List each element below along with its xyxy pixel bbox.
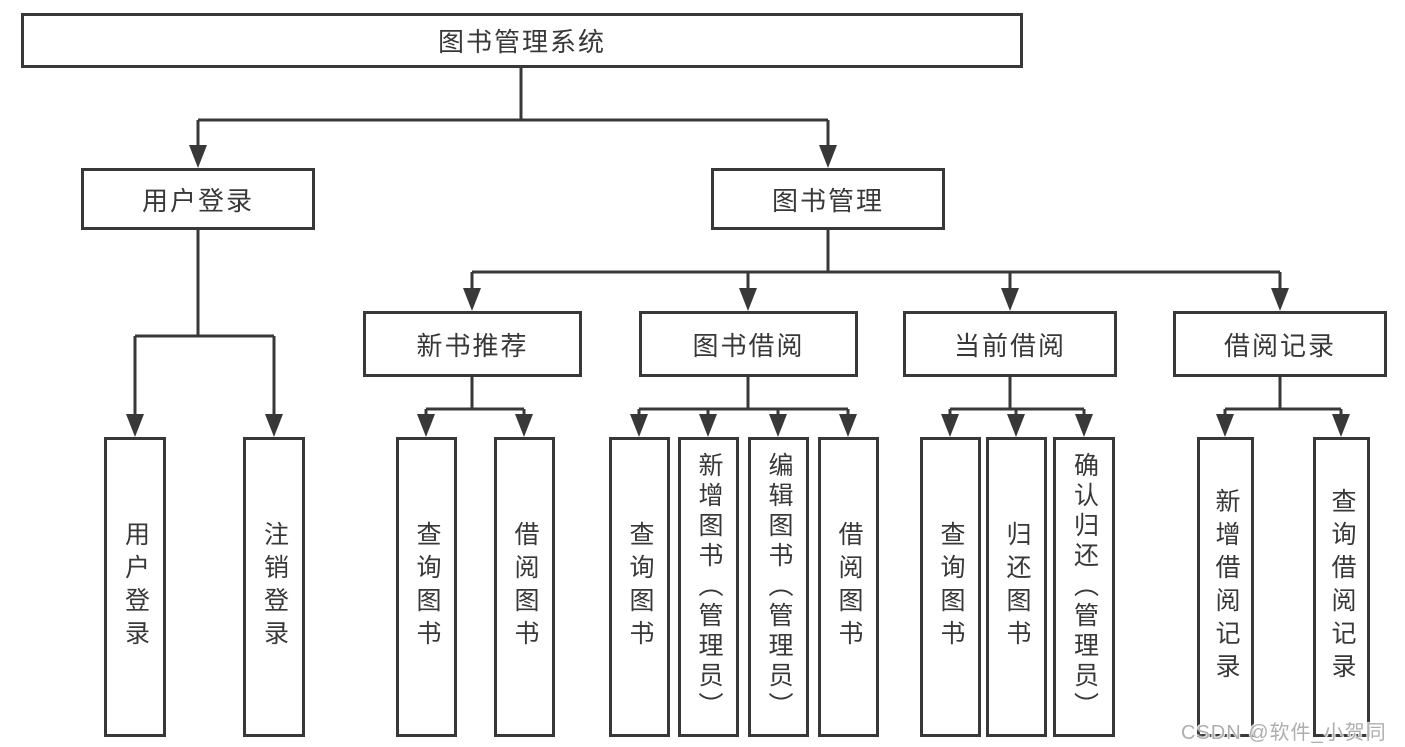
node-new-book-recommendation: 新书推荐 bbox=[363, 311, 582, 377]
node-library-management-system: 图书管理系统 bbox=[21, 13, 1023, 68]
node-borrowing-records: 借阅记录 bbox=[1173, 311, 1387, 377]
node-book-management: 图书管理 bbox=[711, 168, 945, 230]
csdn-watermark: CSDN @软件_小贺同学 bbox=[1181, 722, 1387, 744]
node-book-borrowing: 图书借阅 bbox=[639, 311, 858, 377]
leaf-return-books: 归还图书 bbox=[986, 437, 1047, 737]
leaf-add-book-admin: 新增图书（管理员） bbox=[678, 437, 739, 737]
leaf-borrow-books-recommend: 借阅图书 bbox=[494, 437, 555, 737]
leaf-query-books-recommend: 查询图书 bbox=[396, 437, 457, 737]
leaf-borrow-books-borrowing: 借阅图书 bbox=[818, 437, 879, 737]
leaf-query-books-borrowing: 查询图书 bbox=[609, 437, 670, 737]
leaf-user-login: 用户登录 bbox=[104, 437, 166, 737]
leaf-edit-book-admin: 编辑图书（管理员） bbox=[748, 437, 809, 737]
leaf-logout: 注销登录 bbox=[243, 437, 305, 737]
node-current-borrowing: 当前借阅 bbox=[903, 311, 1117, 377]
leaf-add-borrow-record: 新增借阅记录 bbox=[1197, 437, 1254, 737]
node-user-login: 用户登录 bbox=[81, 168, 315, 230]
leaf-confirm-return-admin: 确认归还（管理员） bbox=[1053, 437, 1115, 737]
leaf-query-books-current: 查询图书 bbox=[920, 437, 981, 737]
leaf-query-borrow-record: 查询借阅记录 bbox=[1313, 437, 1370, 737]
